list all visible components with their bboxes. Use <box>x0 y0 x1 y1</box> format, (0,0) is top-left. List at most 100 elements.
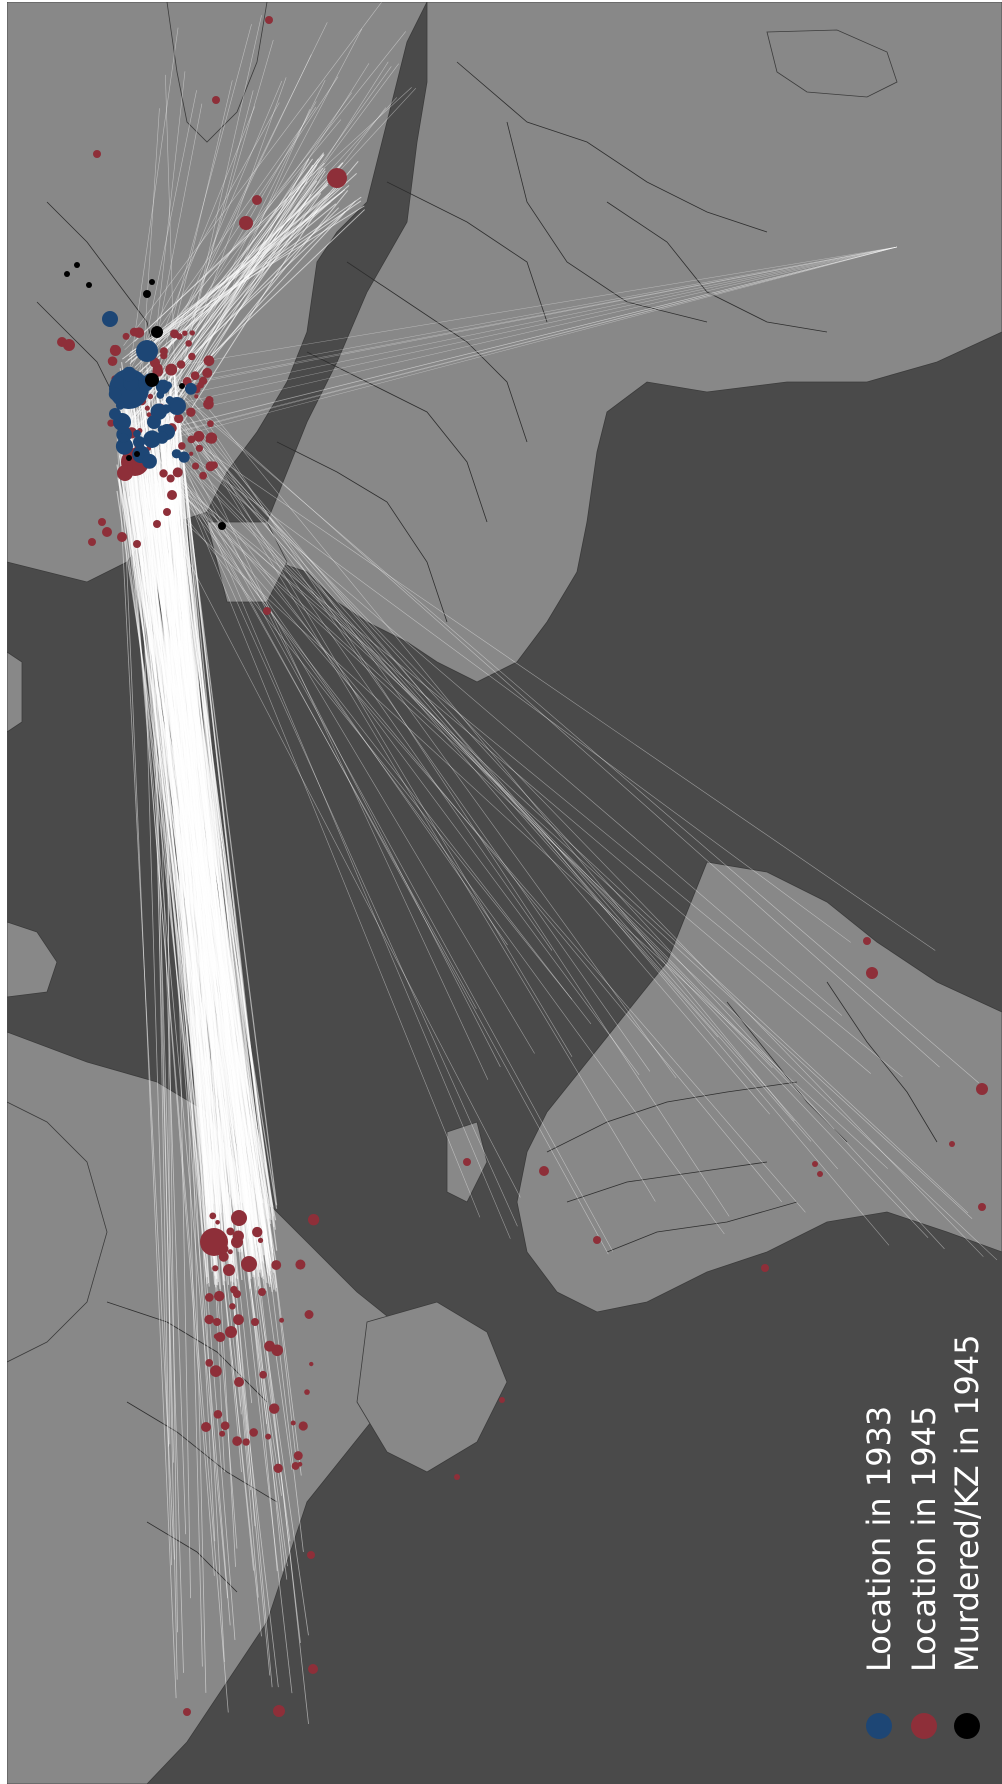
flow-line <box>167 452 171 1445</box>
flow-line <box>166 387 489 1080</box>
migration-map: Location in 1933 Location in 1945 Murder… <box>7 2 1002 1784</box>
murdered-kz-dot <box>126 455 132 461</box>
location-1945-dot <box>147 393 154 400</box>
flow-line <box>149 461 871 1074</box>
flow-line <box>156 445 216 1542</box>
location-1945-dot <box>229 1303 236 1310</box>
location-1945-dot <box>212 1265 219 1272</box>
location-1945-dot <box>102 527 112 537</box>
location-1945-dot <box>812 1161 818 1167</box>
flow-line <box>167 394 278 1572</box>
location-1945-dot <box>249 1428 258 1437</box>
flow-line <box>163 162 344 375</box>
flow-line <box>136 191 343 358</box>
flow-line <box>148 426 773 1068</box>
location-1945-dot <box>258 1288 266 1296</box>
location-1945-dot <box>219 1244 229 1254</box>
flow-line <box>132 376 291 1542</box>
location-1945-dot <box>215 1331 226 1343</box>
legend-label-1945: Location in 1945 <box>905 1406 943 1672</box>
flow-line <box>176 402 296 1453</box>
flow-line <box>137 478 889 1169</box>
location-1945-dot <box>223 1264 235 1276</box>
location-1945-dot <box>127 465 133 471</box>
flow-line <box>153 483 293 1694</box>
location-1945-dot <box>817 1171 823 1177</box>
flow-line <box>168 435 191 1599</box>
location-1945-dot <box>304 1389 310 1395</box>
murdered-kz-dot <box>86 282 92 288</box>
flow-line <box>159 193 312 427</box>
location-1945-dot <box>144 405 150 411</box>
flow-line <box>129 412 269 1266</box>
location-1945-dot <box>153 520 161 528</box>
flow-line <box>159 80 233 394</box>
location-1945-dot <box>220 1421 230 1431</box>
murdered-kz-dot <box>151 326 163 338</box>
location-1933-dot <box>115 437 134 455</box>
location-1945-dot <box>185 340 192 347</box>
flow-line <box>128 246 898 426</box>
location-1933-dot <box>171 449 182 459</box>
flow-line <box>146 401 614 1252</box>
flow-line <box>144 414 477 1009</box>
flow-line <box>130 479 237 1291</box>
flow-line <box>176 246 898 427</box>
flow-line <box>132 246 898 414</box>
location-1945-dot <box>159 469 168 478</box>
location-1945-dot <box>863 937 871 945</box>
murdered-kz-dot <box>145 373 159 387</box>
location-1945-dot <box>271 1260 282 1271</box>
flow-line <box>139 455 998 1261</box>
location-1945-dot <box>183 1708 191 1716</box>
small-island-west <box>7 651 23 733</box>
flow-line <box>154 426 843 1016</box>
flow-line <box>165 446 609 1255</box>
location-1945-dot <box>213 1410 223 1419</box>
flow-line <box>174 463 518 1227</box>
flow-line <box>149 464 973 1220</box>
flow-line <box>134 184 338 420</box>
flow-line <box>167 87 417 358</box>
flow-line <box>129 246 898 374</box>
location-1945-dot <box>218 1251 229 1262</box>
flow-line <box>131 92 353 396</box>
location-1945-dot <box>195 444 204 452</box>
flow-line <box>135 416 254 1571</box>
flow-line <box>179 409 656 1202</box>
flow-line <box>143 424 508 946</box>
location-1945-dot <box>297 1461 303 1467</box>
flow-line <box>149 71 186 392</box>
flow-line <box>175 396 207 1693</box>
legend-dot-1945 <box>911 1713 937 1739</box>
flow-line <box>166 164 314 408</box>
location-1933-dot <box>155 431 169 444</box>
flow-line <box>161 164 318 419</box>
flow-line <box>174 442 511 1239</box>
flow-line <box>184 461 835 1130</box>
location-1945-dot <box>205 432 218 444</box>
flow-line <box>150 383 501 1068</box>
location-1945-dot <box>109 344 121 356</box>
flow-line <box>164 411 719 1038</box>
location-1945-dot <box>307 1551 315 1559</box>
location-1945-dot <box>167 490 177 500</box>
map-canvas: Location in 1933 Location in 1945 Murder… <box>7 2 1002 1784</box>
flow-line <box>178 413 838 1170</box>
island-north <box>766 29 898 98</box>
flow-line <box>168 109 311 434</box>
legend-item-1933: Location in 1933 <box>860 1406 898 1739</box>
flow-line <box>165 101 317 367</box>
location-1945-dot <box>199 471 208 480</box>
location-dots <box>57 16 988 1717</box>
flow-line <box>154 373 251 1490</box>
flow-line <box>165 393 304 1552</box>
flow-line <box>192 440 936 951</box>
flow-line <box>146 462 184 1673</box>
location-1945-dot <box>190 371 200 381</box>
location-1945-dot <box>212 96 220 104</box>
flow-line <box>134 162 325 342</box>
flow-line <box>158 170 326 441</box>
flow-line <box>146 61 389 439</box>
location-1945-dot <box>304 1310 314 1319</box>
